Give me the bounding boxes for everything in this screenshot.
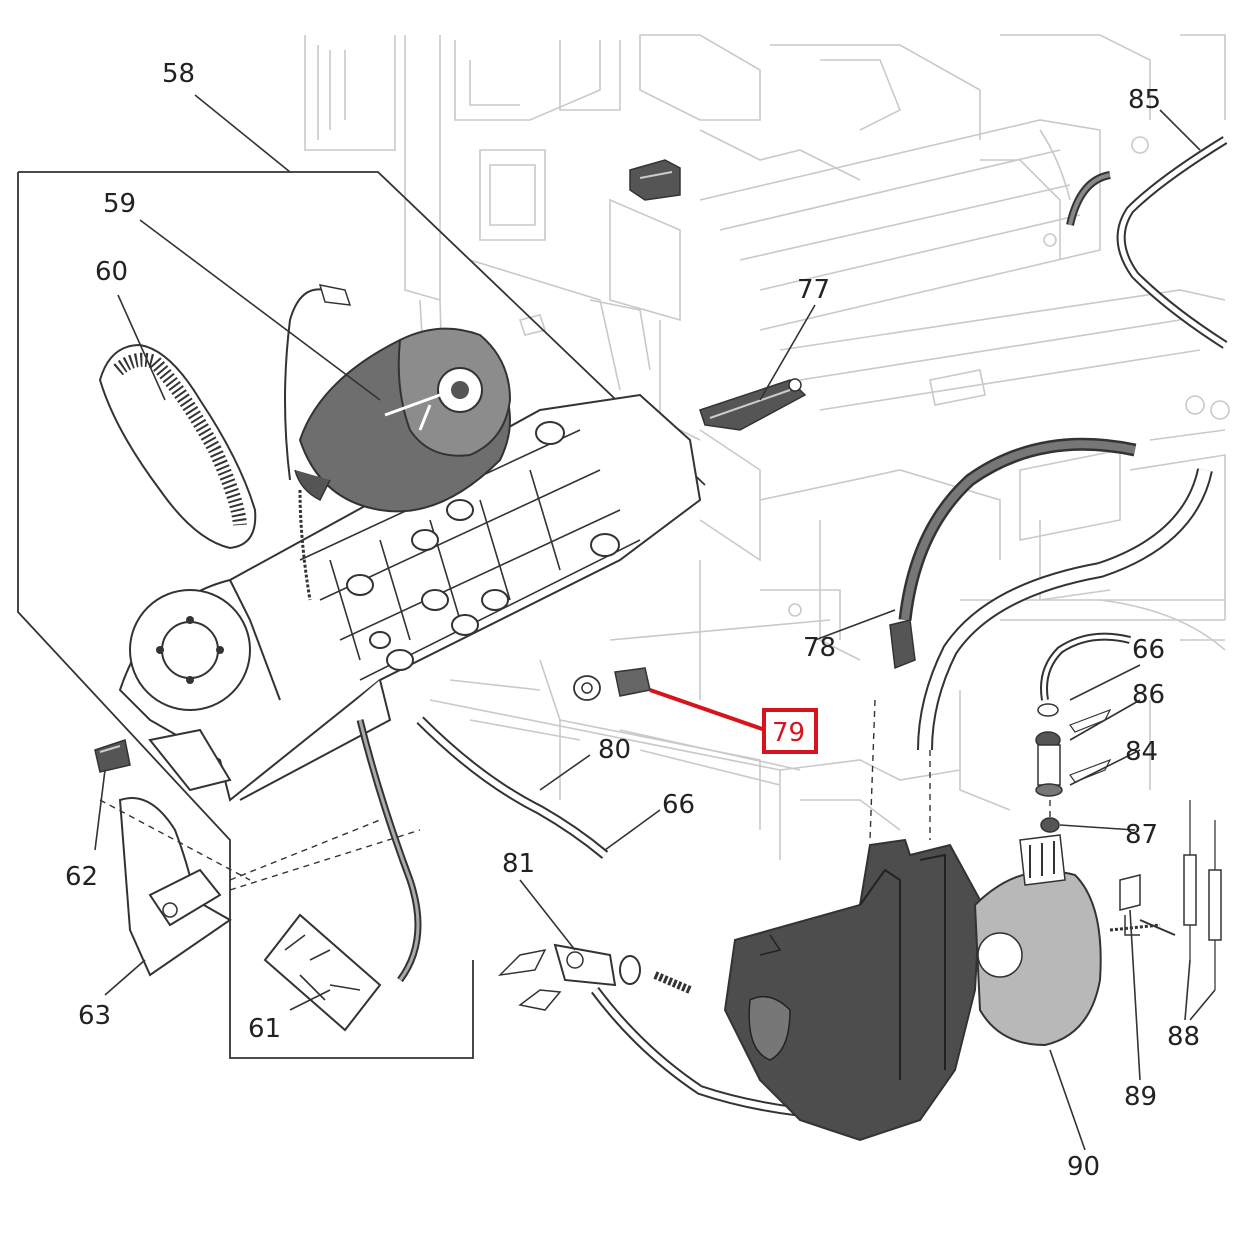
small-connector-part (629, 159, 681, 201)
microswitch-62 (94, 739, 131, 773)
leader-lines (94, 94, 1216, 1151)
connector-77 (699, 378, 807, 431)
assembly-guide-lines (99, 799, 421, 891)
clip-part (1066, 171, 1111, 226)
label-58: 58 (162, 59, 195, 89)
label-61: 61 (248, 1014, 281, 1044)
label-87: 87 (1125, 820, 1158, 850)
tube-to-tank (917, 468, 1213, 751)
hose-78 (889, 437, 1137, 670)
label-77: 77 (797, 275, 830, 305)
label-89: 89 (1124, 1082, 1157, 1112)
label-79: 79 (772, 718, 805, 748)
label-66-bottom: 66 (662, 790, 695, 820)
heater-plate (973, 834, 1102, 1047)
rods-88 (1183, 800, 1222, 990)
circuit-board-61 (263, 913, 382, 1032)
label-80: 80 (598, 735, 631, 765)
label-90: 90 (1067, 1152, 1100, 1182)
assembly-58-frame (17, 171, 706, 1059)
hose-85 (1116, 136, 1228, 349)
label-84: 84 (1125, 737, 1158, 767)
label-81: 81 (502, 849, 535, 879)
label-86: 86 (1132, 680, 1165, 710)
brew-unit-chassis (118, 393, 702, 802)
label-62: 62 (65, 862, 98, 892)
highlight-79 (649, 688, 818, 754)
label-85: 85 (1128, 85, 1161, 115)
machine-frame-background (304, 34, 1230, 860)
sensor-assembly-63 (118, 797, 232, 977)
label-60: 60 (95, 257, 128, 287)
label-63: 63 (78, 1001, 111, 1031)
sensor-89 (1109, 874, 1176, 936)
valve-stack-86-84-87 (1035, 632, 1131, 833)
valve-81 (497, 943, 836, 1120)
drive-belt-60 (98, 343, 257, 550)
tank-90 (723, 838, 982, 1142)
label-59: 59 (103, 189, 136, 219)
wire-harness (356, 719, 422, 983)
motor-59 (284, 284, 512, 601)
label-66-top: 66 (1132, 635, 1165, 665)
label-78: 78 (803, 633, 836, 663)
rod-80 (416, 716, 609, 859)
sensor-79 (573, 667, 651, 701)
label-88: 88 (1167, 1022, 1200, 1052)
